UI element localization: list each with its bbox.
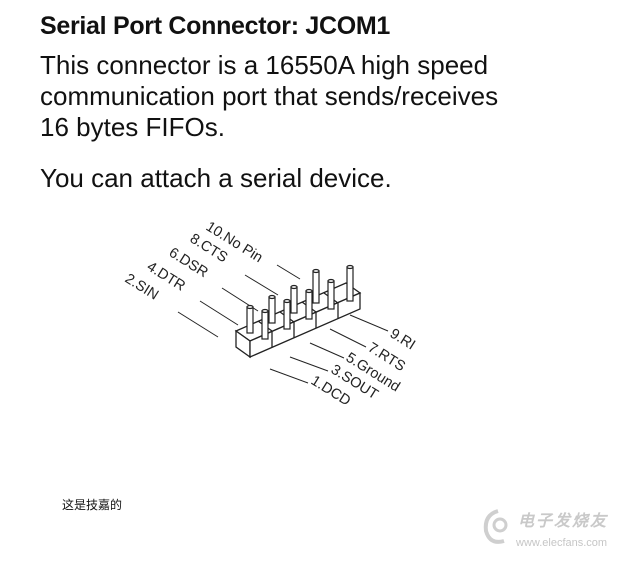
pin-label-9: 9.RI [387, 326, 418, 354]
pin-5 [305, 288, 313, 320]
page-title: Serial Port Connector: JCOM1 [40, 12, 390, 40]
description-line: communication port that sends/receives [40, 81, 499, 111]
pin-2 [246, 304, 254, 334]
description-line: 16 bytes FIFOs. [40, 112, 225, 142]
connector-pins [246, 264, 354, 340]
watermark-url: www.elecfans.com [516, 537, 608, 549]
pin-4 [268, 294, 276, 324]
top-leader-lines [177, 264, 301, 338]
pin-9 [346, 264, 354, 302]
footnote-text: 这是技嘉的 [62, 498, 123, 512]
watermark: 电子发烧友 www.elecfans.com [478, 505, 627, 557]
pin-3 [283, 298, 291, 330]
watermark-text: 电子发烧友 [518, 513, 609, 530]
connector-housing [234, 282, 362, 359]
attach-text: You can attach a serial device. [40, 163, 392, 193]
pin-1 [261, 308, 269, 340]
pin-8 [312, 268, 320, 304]
connector-diagram: 10.No Pin 8.CTS 6.DSR 4.DTR 2.SIN 9.RI 7… [122, 219, 418, 410]
description-line: This connector is a 16550A high speed [40, 50, 489, 80]
watermark-logo-icon [483, 509, 508, 544]
bottom-leader-lines [269, 314, 389, 384]
pin-6 [290, 284, 298, 314]
pin-7 [327, 278, 335, 310]
description-text: This connector is a 16550A high speed co… [40, 50, 498, 143]
